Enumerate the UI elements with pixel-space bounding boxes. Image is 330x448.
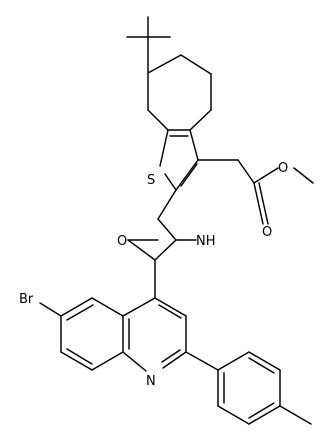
- bond: [122, 351, 147, 372]
- bond: [154, 297, 187, 317]
- bond: [158, 304, 182, 319]
- bond: [91, 297, 124, 317]
- ester-ether-oxygen-label: O: [278, 161, 288, 176]
- bond: [279, 405, 312, 425]
- quinoline-nitrogen-label: N: [146, 374, 156, 389]
- bond: [164, 173, 177, 191]
- bond: [91, 351, 124, 371]
- bond: [147, 109, 169, 131]
- ester-carbonyl-oxygen-label: O: [262, 225, 272, 240]
- amide-nitrogen-label: NH: [196, 234, 216, 249]
- bond: [217, 405, 250, 425]
- bond-lines: [39, 16, 314, 425]
- bond: [217, 351, 250, 371]
- bond: [127, 239, 156, 261]
- bond: [180, 54, 212, 75]
- bond: [248, 351, 281, 371]
- bond: [66, 304, 94, 321]
- bond: [60, 351, 93, 371]
- bond: [258, 182, 269, 225]
- bond: [237, 159, 255, 184]
- bond: [248, 405, 281, 425]
- bond: [180, 163, 198, 187]
- bond: [248, 357, 275, 374]
- bond: [147, 54, 182, 74]
- bond: [161, 349, 181, 363]
- sulfur-atom-label: S: [147, 173, 155, 188]
- bond: [185, 351, 219, 371]
- bond: [253, 182, 264, 225]
- bond: [162, 351, 187, 369]
- bond: [248, 402, 275, 419]
- bond: [293, 167, 314, 184]
- bond: [154, 239, 177, 261]
- bond: [122, 297, 156, 317]
- bromine-atom-label: Br: [19, 292, 34, 307]
- bond: [157, 189, 177, 220]
- bond: [253, 167, 279, 184]
- bond: [189, 109, 212, 131]
- bond: [60, 297, 93, 317]
- bond: [39, 302, 62, 317]
- bond: [175, 159, 199, 191]
- bond: [159, 129, 169, 167]
- amide-oxygen-label: O: [117, 234, 127, 249]
- bond: [189, 129, 199, 161]
- atom-labels: S O O NH O Br N: [19, 161, 288, 389]
- bond: [66, 348, 93, 365]
- bond: [157, 218, 177, 241]
